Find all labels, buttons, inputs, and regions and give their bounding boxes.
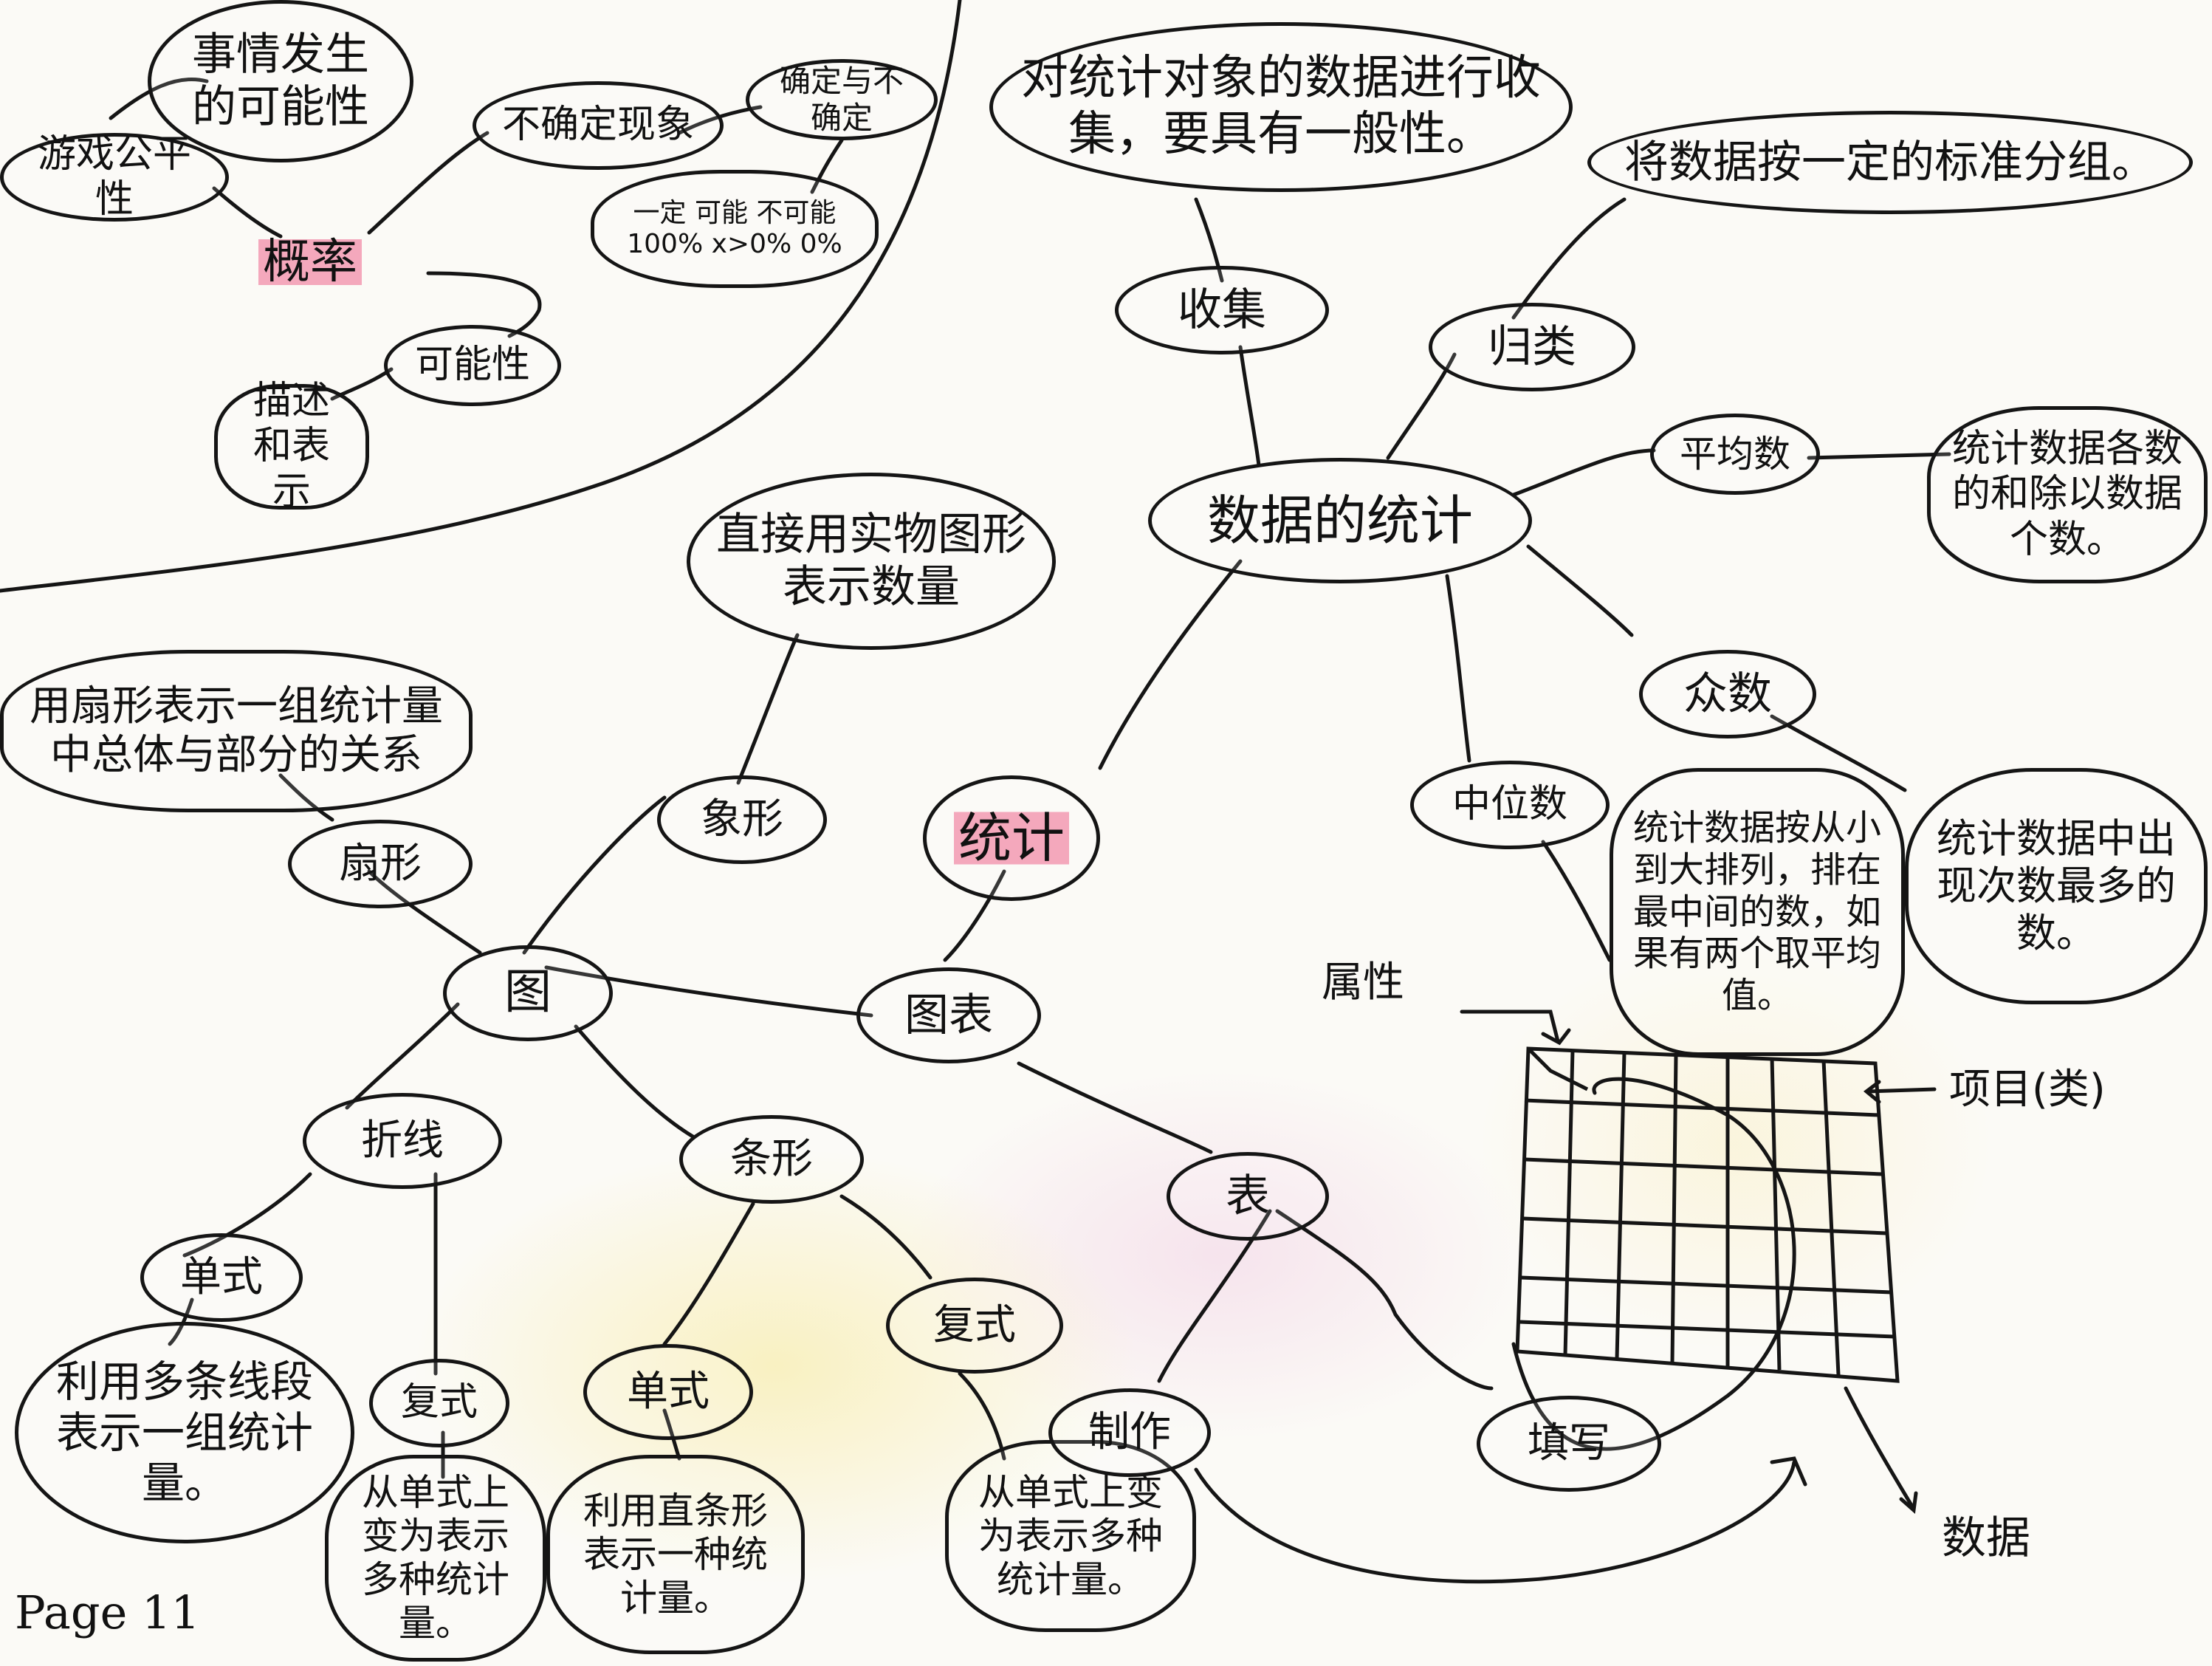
node-pie: 扇形	[288, 820, 473, 908]
label-attribute: 属性	[1322, 960, 1404, 1006]
mean-desc-text: 统计数据各数的和除以数据个数。	[1951, 426, 2182, 562]
node-mean: 平均数	[1650, 414, 1820, 495]
node-line-single-desc: 利用多条线段表示一组统计量。	[15, 1322, 354, 1543]
node-describe: 描述和表示	[214, 379, 369, 514]
node-line-single: 单式	[140, 1233, 303, 1322]
median-text: 中位数	[1452, 782, 1567, 827]
node-bar: 条形	[679, 1115, 864, 1204]
mode-desc-text: 统计数据中出现次数最多的数。	[1937, 815, 2176, 956]
table-title-text: 表	[1226, 1170, 1270, 1222]
node-collect-desc: 对统计对象的数据进行收集，要具有一般性。	[989, 22, 1573, 192]
bar-single-text: 单式	[627, 1367, 710, 1416]
data-text: 数据	[1942, 1512, 2030, 1564]
classify-desc-text: 将数据按一定的标准分组。	[1624, 136, 2156, 188]
data-stats-text: 数据的统计	[1206, 489, 1473, 552]
node-pie-desc: 用扇形表示一组统计量中总体与部分的关系	[0, 650, 473, 812]
table-grid-lines	[1515, 1046, 1900, 1383]
probability-title: 概率	[258, 235, 362, 289]
node-bar-single-desc: 利用直条形表示一种统计量。	[546, 1455, 805, 1654]
node-event-possibility: 事情发生的可能性	[148, 0, 413, 162]
pictograph-text: 象形	[701, 795, 783, 843]
line-double-text: 复式	[400, 1380, 478, 1425]
node-mode: 众数	[1639, 650, 1816, 738]
node-line: 折线	[303, 1093, 502, 1189]
node-median-desc: 统计数据按从小到大排列，排在最中间的数，如果有两个取平均值。	[1610, 768, 1905, 1056]
node-line-double: 复式	[369, 1359, 509, 1447]
mode-text: 众数	[1683, 668, 1772, 720]
node-collect: 收集	[1115, 266, 1329, 354]
node-game-fairness: 游戏公平性	[0, 131, 229, 222]
possibility-levels-text: 一定 可能 不可能 100% x>0% 0%	[627, 197, 842, 259]
game-fairness-text: 游戏公平性	[37, 131, 191, 222]
collect-desc-text: 对统计对象的数据进行收集，要具有一般性。	[1021, 51, 1541, 162]
pictograph-desc-text: 直接用实物图形表示数量	[716, 509, 1026, 613]
event-possibility-text: 事情发生的可能性	[192, 29, 369, 133]
node-statistics-title: 统计	[923, 775, 1100, 901]
uncertain-text: 不确定现象	[501, 103, 694, 148]
node-mean-desc: 统计数据各数的和除以数据个数。	[1927, 406, 2208, 583]
node-line-double-desc: 从单式上变为表示多种统计量。	[325, 1455, 546, 1662]
table-make-text: 制作	[1088, 1408, 1171, 1456]
collect-text: 收集	[1178, 284, 1266, 336]
bar-text: 条形	[730, 1134, 813, 1183]
bar-double-text: 复式	[933, 1300, 1016, 1349]
line-text: 折线	[361, 1116, 444, 1165]
node-mode-desc: 统计数据中出现次数最多的数。	[1905, 768, 2208, 1004]
node-certain-uncertain: 确定与不确定	[746, 59, 938, 140]
possibility-text: 可能性	[414, 343, 530, 388]
node-graph: 图	[443, 945, 613, 1041]
node-possibility-levels: 一定 可能 不可能 100% x>0% 0%	[591, 170, 879, 288]
classify-text: 归类	[1488, 320, 1576, 373]
node-bar-double: 复式	[886, 1278, 1063, 1374]
node-table: 表	[1167, 1152, 1329, 1241]
line-single-desc-text: 利用多条线段表示一组统计量。	[55, 1357, 313, 1509]
label-item: 项目(类)	[1949, 1067, 2106, 1113]
node-bar-single: 单式	[583, 1344, 753, 1440]
page-label: Page 11	[15, 1586, 200, 1639]
node-data-stats: 数据的统计	[1148, 458, 1532, 583]
graph-text: 图	[504, 965, 552, 1021]
node-pictograph-desc: 直接用实物图形表示数量	[687, 473, 1056, 650]
statistics-title-text: 统计	[953, 806, 1069, 870]
probability-title-text: 概率	[258, 235, 362, 289]
certain-uncertain-text: 确定与不确定	[779, 63, 904, 136]
bar-single-desc-text: 利用直条形表示一种统计量。	[583, 1489, 768, 1619]
node-possibility: 可能性	[384, 325, 561, 406]
line-double-desc-text: 从单式上变为表示多种统计量。	[362, 1471, 509, 1645]
table-fill-text: 填写	[1528, 1419, 1610, 1467]
pie-text: 扇形	[339, 839, 422, 888]
node-classify: 归类	[1429, 303, 1635, 391]
describe-text: 描述和表示	[253, 378, 330, 514]
node-classify-desc: 将数据按一定的标准分组。	[1587, 111, 2193, 214]
node-table-make: 制作	[1048, 1388, 1211, 1477]
page-label-text: Page 11	[15, 1586, 200, 1639]
label-data: 数据	[1942, 1514, 2030, 1563]
node-charts-tables: 图表	[856, 967, 1041, 1063]
node-pictograph: 象形	[657, 775, 827, 864]
line-single-text: 单式	[180, 1252, 263, 1301]
bar-double-desc-text: 从单式上变为表示多种统计量。	[978, 1470, 1163, 1601]
mean-text: 平均数	[1680, 432, 1790, 476]
attribute-text: 属性	[1322, 959, 1404, 1007]
item-text: 项目(类)	[1949, 1066, 2106, 1114]
charts-tables-text: 图表	[904, 989, 993, 1041]
node-median: 中位数	[1410, 761, 1610, 849]
pie-desc-text: 用扇形表示一组统计量中总体与部分的关系	[30, 682, 443, 779]
node-table-fill: 填写	[1477, 1396, 1661, 1492]
node-uncertain: 不确定现象	[473, 81, 724, 170]
median-desc-text: 统计数据按从小到大排列，排在最中间的数，如果有两个取平均值。	[1632, 807, 1881, 1016]
